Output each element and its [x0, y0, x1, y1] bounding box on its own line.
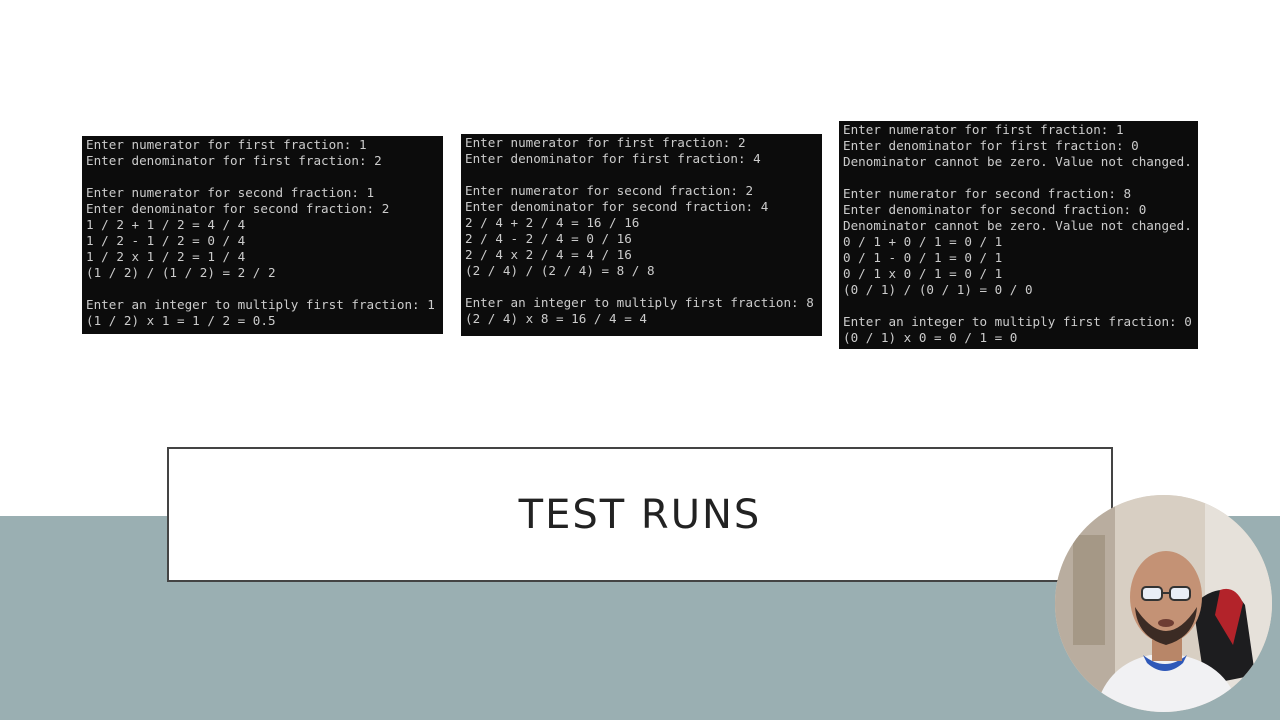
console-line: 0 / 1 - 0 / 1 = 0 / 1 [843, 250, 1003, 265]
console-line: Enter denominator for second fraction: 0 [843, 202, 1147, 217]
console-line: (1 / 2) x 1 = 1 / 2 = 0.5 [86, 313, 276, 328]
console-line: Enter numerator for second fraction: 1 [86, 185, 375, 200]
console-line: 1 / 2 - 1 / 2 = 0 / 4 [86, 233, 246, 248]
console-line: (2 / 4) / (2 / 4) = 8 / 8 [465, 263, 655, 278]
console-line: Denominator cannot be zero. Value not ch… [843, 218, 1192, 233]
console-line: 2 / 4 x 2 / 4 = 4 / 16 [465, 247, 632, 262]
console-line: Enter an integer to multiply first fract… [843, 314, 1192, 329]
presenter-webcam-icon [1055, 495, 1272, 712]
console-line: 1 / 2 x 1 / 2 = 1 / 4 [86, 249, 246, 264]
console-line: Enter numerator for first fraction: 1 [86, 137, 367, 152]
console-line [465, 279, 822, 295]
title-box: TEST RUNS [167, 447, 1113, 582]
console-line: Enter denominator for first fraction: 0 [843, 138, 1139, 153]
console-line: 2 / 4 + 2 / 4 = 16 / 16 [465, 215, 640, 230]
console-line: Enter denominator for first fraction: 4 [465, 151, 761, 166]
console-line: Enter numerator for first fraction: 1 [843, 122, 1124, 137]
console-line: 1 / 2 + 1 / 2 = 4 / 4 [86, 217, 246, 232]
console-line: Enter numerator for second fraction: 2 [465, 183, 754, 198]
console-line: 0 / 1 + 0 / 1 = 0 / 1 [843, 234, 1003, 249]
webcam-video-frame [1055, 495, 1272, 712]
console-line: Enter denominator for second fraction: 2 [86, 201, 390, 216]
console-line: 0 / 1 x 0 / 1 = 0 / 1 [843, 266, 1003, 281]
console-line [86, 169, 443, 185]
console-line: (1 / 2) / (1 / 2) = 2 / 2 [86, 265, 276, 280]
console-line: (0 / 1) / (0 / 1) = 0 / 0 [843, 282, 1033, 297]
console-line: 2 / 4 - 2 / 4 = 0 / 16 [465, 231, 632, 246]
console-line: Enter numerator for first fraction: 2 [465, 135, 746, 150]
console-line [843, 170, 1198, 186]
console-line [843, 298, 1198, 314]
console-line: Enter denominator for second fraction: 4 [465, 199, 769, 214]
console-line: Enter an integer to multiply first fract… [86, 297, 435, 312]
console-line: Enter an integer to multiply first fract… [465, 295, 814, 310]
console-line: (2 / 4) x 8 = 16 / 4 = 4 [465, 311, 647, 326]
console-line [465, 167, 822, 183]
console-line: Enter denominator for first fraction: 2 [86, 153, 382, 168]
console-line: Denominator cannot be zero. Value not ch… [843, 154, 1192, 169]
console-line [86, 281, 443, 297]
console-line: (0 / 1) x 0 = 0 / 1 = 0 [843, 330, 1018, 345]
slide-title: TEST RUNS [518, 491, 762, 538]
console-line: Enter numerator for second fraction: 8 [843, 186, 1132, 201]
